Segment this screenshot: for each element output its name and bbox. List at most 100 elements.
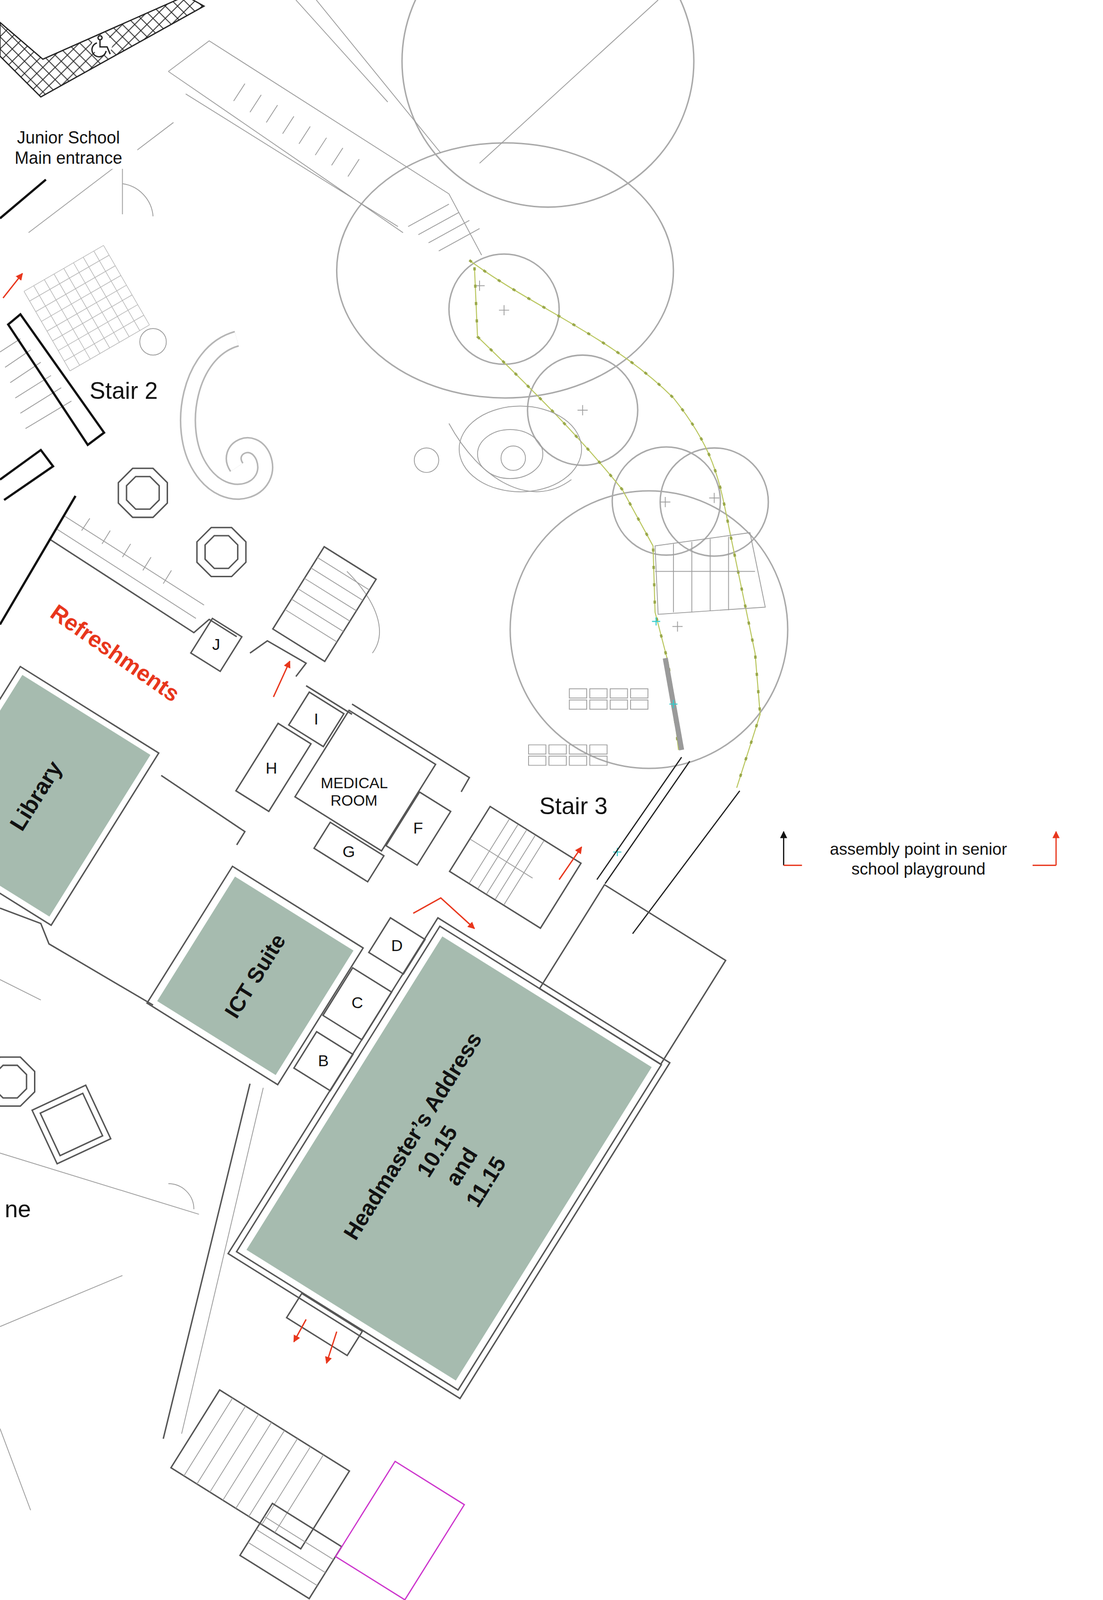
- hedge-line: [469, 260, 760, 788]
- boundary-square: [335, 1461, 465, 1600]
- octagon-planter: [196, 527, 246, 577]
- hedge-line: [474, 267, 679, 750]
- room-letter: H: [259, 754, 285, 783]
- room-title: ICT Suite: [219, 928, 291, 1022]
- spiral-path: [187, 338, 266, 492]
- text-holder: MEDICAL ROOM: [318, 774, 389, 810]
- room-label: B: [316, 1051, 331, 1070]
- stair-treads: [248, 1516, 334, 1586]
- room-outline: [294, 1031, 354, 1091]
- stair-outline: [272, 546, 377, 662]
- exit-arrow: [273, 661, 290, 698]
- survey-mark: [613, 617, 678, 857]
- room-label: J: [210, 635, 223, 654]
- room-title: Library: [4, 756, 68, 835]
- legend-arrow: [783, 864, 802, 867]
- room-outline: [235, 723, 312, 812]
- room-outline: [0, 666, 159, 926]
- stair-treads: [450, 807, 553, 910]
- tree-canopy: [402, 0, 694, 208]
- hedge-marks: [474, 267, 679, 750]
- octagon-planter: [205, 535, 238, 569]
- octagon-planter: [126, 476, 160, 510]
- room-letter: I: [307, 705, 326, 734]
- text-holder: C: [349, 993, 366, 1012]
- tile-grid: [24, 245, 150, 371]
- legend-arrow: [1032, 864, 1057, 867]
- octagon-planter: [0, 1057, 35, 1107]
- spiral-path: [187, 338, 266, 492]
- room-label: H: [263, 758, 280, 778]
- exit-arrow: [326, 1331, 337, 1364]
- text-holder: H: [263, 758, 280, 778]
- text-holder: B: [316, 1051, 331, 1070]
- place-label: ne: [1, 1194, 34, 1225]
- text-holder: I: [311, 709, 320, 729]
- legend-arrow: [1055, 831, 1057, 866]
- hedge-marks: [469, 260, 760, 788]
- room-outline: [288, 691, 345, 747]
- text-holder: G: [340, 842, 357, 861]
- exit-arrow: [294, 1319, 307, 1342]
- room-label: F: [411, 818, 426, 838]
- text-holder: F: [411, 818, 426, 838]
- room-title: Headmaster’s Address: [336, 1026, 489, 1245]
- exit-arrow: [559, 846, 582, 880]
- room-outline: [313, 822, 384, 882]
- room-label: D: [389, 936, 405, 955]
- text-holder: D: [389, 936, 405, 955]
- legend-entry: assembly point in senior school playgrou…: [809, 839, 1028, 879]
- room-letter: D: [384, 932, 410, 960]
- ict-room: ICT Suite: [157, 876, 354, 1076]
- disabled-bay: [0, 0, 204, 97]
- library-room: Library: [0, 674, 151, 917]
- room-label: MEDICAL ROOM: [318, 774, 389, 810]
- room-letter: G: [336, 838, 362, 867]
- room-outline: [190, 618, 242, 672]
- room-outline: [294, 710, 436, 851]
- stair-outline: [170, 1389, 350, 1550]
- room-outline: [147, 866, 364, 1086]
- stair-outline: [449, 806, 581, 929]
- octagon-planter: [0, 1065, 27, 1098]
- legend-text: assembly point in senior school playgrou…: [809, 839, 1028, 879]
- stair-outline: [239, 1503, 342, 1599]
- playground-wall: [597, 757, 741, 934]
- room-letter: F: [406, 814, 430, 843]
- room-letter: J: [205, 631, 228, 659]
- exit-arrow: [2, 273, 23, 298]
- pond: [500, 446, 526, 471]
- octagon-planter: [118, 468, 168, 518]
- tree-trunk-mark: [474, 280, 720, 632]
- room-outline: [386, 791, 451, 866]
- entrance-label: Junior School Main entrance: [0, 126, 138, 169]
- area-label: Refreshments: [42, 596, 188, 711]
- text-holder: Library: [4, 756, 68, 835]
- exit-arrow: [413, 898, 475, 929]
- planter-square: [40, 1093, 103, 1156]
- planter-square: [32, 1085, 111, 1164]
- stair-label: Stair 2: [86, 375, 161, 406]
- stair-label: Stair 3: [536, 791, 611, 822]
- planter: [139, 328, 167, 355]
- room-label: G: [340, 842, 357, 861]
- picnic-tables: [528, 688, 649, 766]
- text-holder: ICT Suite: [219, 928, 291, 1022]
- tree-canopy: [510, 490, 788, 769]
- stair-treads: [285, 557, 370, 642]
- text-holder: J: [210, 635, 223, 654]
- planter: [414, 447, 439, 473]
- room-name: MEDICAL ROOM: [314, 769, 395, 815]
- wheelchair-icon: [92, 35, 111, 58]
- room-letter: C: [345, 989, 371, 1018]
- room-label: C: [349, 993, 366, 1012]
- tree-canopy: [336, 143, 674, 398]
- room-label: I: [311, 709, 320, 729]
- room-letter: B: [311, 1047, 336, 1076]
- pond: [459, 405, 582, 492]
- room-outline: [368, 917, 425, 975]
- legend-arrow: [783, 831, 785, 866]
- text-holder: Headmaster’s Address10.15 and 11.15: [336, 1026, 562, 1291]
- stair-treads: [184, 1397, 324, 1533]
